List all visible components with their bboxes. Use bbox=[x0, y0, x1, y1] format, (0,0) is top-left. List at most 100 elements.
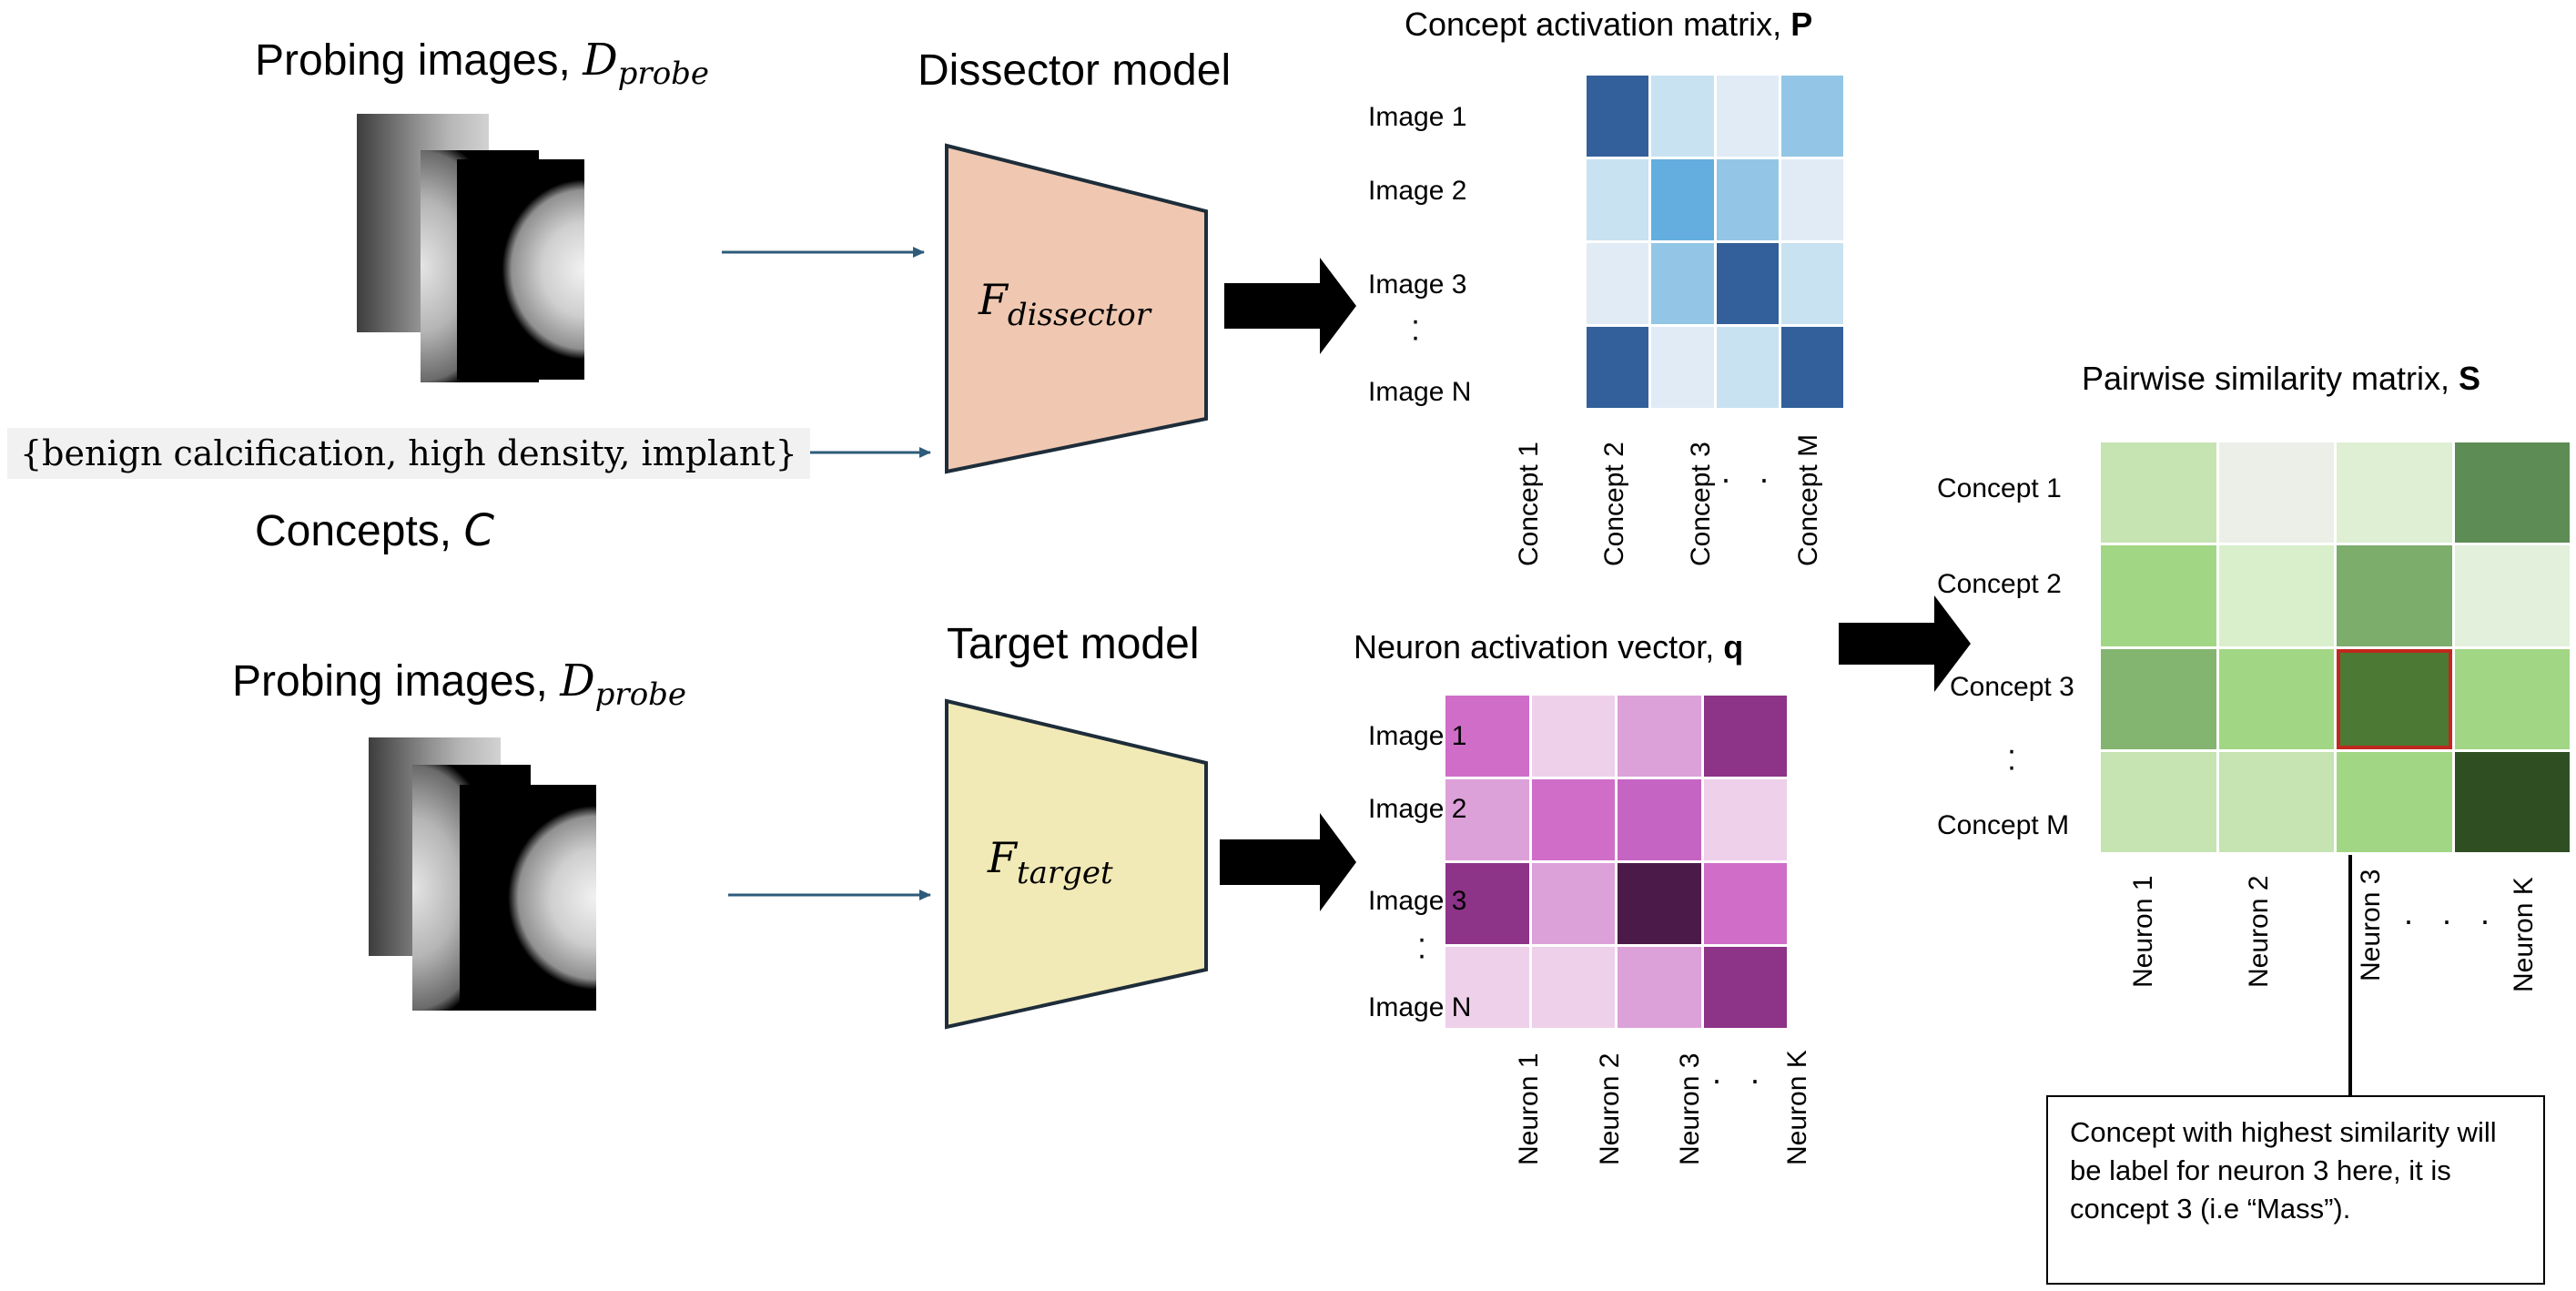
matrix-cell bbox=[2101, 545, 2216, 646]
matrix-cell bbox=[2454, 648, 2570, 749]
matrix-cell bbox=[2218, 442, 2334, 544]
neuron-activation-matrix bbox=[1443, 693, 1790, 1031]
matrix-cell bbox=[1445, 947, 1529, 1028]
target-model-title: Target model bbox=[947, 620, 1200, 668]
matrix-cell bbox=[1780, 159, 1843, 240]
highlighted-cell bbox=[2337, 648, 2452, 749]
matrix-cell bbox=[1587, 76, 1649, 157]
annotation-note: Concept with highest similarity will be … bbox=[2046, 1095, 2545, 1285]
row-label: Concept 1 bbox=[1937, 473, 2062, 503]
row-label: Concept 2 bbox=[1937, 569, 2062, 599]
matrix-q-title: Neuron activation vector, q bbox=[1354, 628, 1744, 666]
col-label: Concept 3 bbox=[1686, 442, 1716, 566]
matrix-cell bbox=[1587, 159, 1649, 240]
matrix-cell bbox=[1716, 159, 1779, 240]
matrix-cell bbox=[1716, 243, 1779, 324]
matrix-cell bbox=[1618, 779, 1701, 860]
col-label: Neuron 1 bbox=[2128, 875, 2158, 988]
row-label: Concept M bbox=[1937, 810, 2070, 840]
target-function-label: Ftarget bbox=[988, 833, 1113, 891]
dissector-model-shape bbox=[945, 143, 1208, 474]
matrix-cell bbox=[2101, 442, 2216, 544]
matrix-cell bbox=[1651, 327, 1714, 408]
matrix-cell bbox=[2454, 751, 2570, 852]
dissector-model-title: Dissector model bbox=[918, 46, 1232, 95]
matrix-cell bbox=[2454, 442, 2570, 544]
matrix-cell bbox=[2218, 545, 2334, 646]
matrix-cell bbox=[1716, 327, 1779, 408]
matrix-cell bbox=[2337, 442, 2452, 544]
row-label: Image N bbox=[1368, 377, 1472, 407]
matrix-cell bbox=[1531, 696, 1615, 777]
probe-title-bottom: Probing images, Dprobe bbox=[232, 656, 687, 713]
matrix-cell bbox=[1445, 863, 1529, 944]
col-label: Neuron K bbox=[1782, 1050, 1812, 1165]
matrix-cell bbox=[1703, 863, 1787, 944]
row-label: Image 3 bbox=[1368, 269, 1467, 300]
row-label: Image 3 bbox=[1368, 886, 1467, 916]
matrix-cell bbox=[1531, 779, 1615, 860]
dissector-function-label: Fdissector bbox=[979, 275, 1151, 333]
row-label: Image 1 bbox=[1368, 102, 1467, 132]
ellipsis-vertical: ·· bbox=[1416, 921, 1427, 972]
row-label: Image 2 bbox=[1368, 176, 1467, 206]
col-label: Neuron K bbox=[2509, 877, 2539, 992]
col-label: Concept 1 bbox=[1514, 442, 1544, 566]
matrix-cell bbox=[1703, 696, 1787, 777]
ellipsis-horizontal: · · bbox=[1711, 1061, 1760, 1098]
matrix-cell bbox=[2454, 545, 2570, 646]
col-label: Neuron 1 bbox=[1514, 1052, 1544, 1165]
matrix-cell bbox=[1587, 243, 1649, 324]
concepts-set-box: {benign calcification, high density, imp… bbox=[7, 428, 810, 479]
matrix-cell bbox=[1445, 696, 1529, 777]
matrix-cell bbox=[1780, 243, 1843, 324]
row-label: Image 1 bbox=[1368, 721, 1467, 751]
col-label: Neuron 2 bbox=[2244, 875, 2274, 988]
matrix-cell bbox=[1780, 76, 1843, 157]
mammogram-image bbox=[457, 159, 584, 380]
matrix-cell bbox=[1618, 696, 1701, 777]
matrix-cell bbox=[2101, 751, 2216, 852]
matrix-cell bbox=[2218, 751, 2334, 852]
col-label: Concept 2 bbox=[1599, 442, 1629, 566]
probe-image-stack-top bbox=[357, 114, 584, 387]
pq-to-s-arrow bbox=[1839, 595, 1971, 692]
matrix-cell bbox=[1618, 947, 1701, 1028]
row-label: Concept 3 bbox=[1950, 672, 2074, 702]
ellipsis-horizontal: · · · bbox=[2403, 901, 2490, 939]
matrix-cell bbox=[2337, 751, 2452, 852]
col-label: Neuron 3 bbox=[2356, 869, 2386, 981]
matrix-cell bbox=[1531, 863, 1615, 944]
matrix-cell bbox=[1703, 779, 1787, 860]
probe-symbol: D bbox=[583, 35, 618, 86]
mammogram-image bbox=[460, 785, 596, 1011]
matrix-cell bbox=[1703, 947, 1787, 1028]
matrix-cell bbox=[1780, 327, 1843, 408]
col-label: Concept M bbox=[1793, 433, 1823, 566]
row-label: Image 2 bbox=[1368, 794, 1467, 824]
ellipsis-vertical: ·· bbox=[2006, 733, 2017, 784]
row-label: Image N bbox=[1368, 992, 1472, 1022]
concepts-title: Concepts, C bbox=[255, 505, 494, 556]
target-model-shape bbox=[945, 698, 1208, 1030]
matrix-cell bbox=[1531, 947, 1615, 1028]
matrix-cell bbox=[1651, 243, 1714, 324]
concept-activation-matrix bbox=[1584, 73, 1846, 411]
matrix-cell bbox=[2101, 648, 2216, 749]
matrix-cell bbox=[1587, 327, 1649, 408]
pairwise-similarity-matrix bbox=[2098, 440, 2572, 855]
matrix-cell bbox=[1651, 76, 1714, 157]
matrix-cell bbox=[2218, 648, 2334, 749]
dissector-to-p-arrow bbox=[1224, 258, 1356, 354]
matrix-cell bbox=[2337, 545, 2452, 646]
probe-symbol: D bbox=[560, 656, 595, 706]
matrix-s-title: Pairwise similarity matrix, S bbox=[2082, 360, 2481, 397]
col-label: Neuron 3 bbox=[1675, 1052, 1705, 1165]
ellipsis-vertical: ·· bbox=[1410, 303, 1421, 354]
matrix-p-title: Concept activation matrix, P bbox=[1405, 5, 1813, 43]
matrix-cell bbox=[1445, 779, 1529, 860]
probe-image-stack-bottom bbox=[369, 737, 596, 1011]
matrix-cell bbox=[1651, 159, 1714, 240]
matrix-cell bbox=[1618, 863, 1701, 944]
